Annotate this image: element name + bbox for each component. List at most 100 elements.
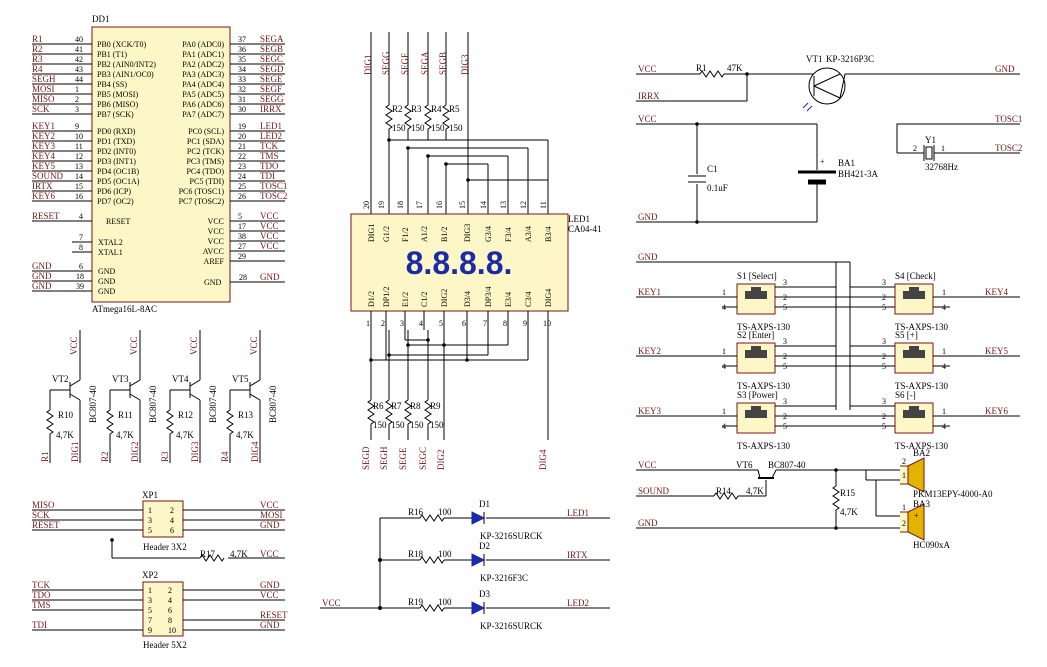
gnd-net: GND bbox=[638, 518, 658, 528]
net-label: TCK bbox=[260, 141, 279, 151]
net-label: SEGD bbox=[260, 64, 284, 74]
dd1-xtal2-name: XTAL2 bbox=[98, 238, 123, 247]
pin-name: PD2 (INT0) bbox=[97, 147, 136, 156]
pin-name: AREF bbox=[204, 257, 225, 266]
pin-num: 16 bbox=[75, 192, 83, 201]
transistor-ref: VT4 bbox=[172, 374, 189, 384]
dd1-xtal2-num: 7 bbox=[79, 233, 83, 242]
wire bbox=[69, 393, 81, 401]
resistor-symbol bbox=[46, 409, 54, 435]
resistor-symbol bbox=[385, 399, 393, 425]
net-label: R2 bbox=[100, 451, 110, 462]
pin-num: 1 bbox=[148, 586, 152, 595]
resistor-ref: R4 bbox=[431, 104, 442, 114]
pin-name: PA6 (ADC6) bbox=[182, 100, 224, 109]
net-label: R4 bbox=[32, 64, 43, 74]
wire bbox=[189, 393, 201, 401]
net-label: R3 bbox=[160, 451, 170, 462]
junction bbox=[406, 343, 410, 347]
wire bbox=[129, 379, 141, 387]
button-cap bbox=[745, 291, 767, 299]
pin-num: 9 bbox=[75, 122, 79, 131]
dd1-reset-net: RESET bbox=[32, 211, 60, 221]
net-label: SEGH bbox=[379, 446, 389, 470]
pin-num: 5 bbox=[148, 606, 152, 615]
resistor-val: 150 bbox=[392, 123, 406, 133]
pin-num: 33 bbox=[238, 75, 246, 84]
button-cap bbox=[903, 410, 925, 418]
net-label: SEGD bbox=[361, 446, 371, 470]
gnd-net: GND bbox=[995, 64, 1015, 74]
resistor-ref: R10 bbox=[58, 410, 74, 420]
pin-name: PD5 (OC1A) bbox=[97, 177, 140, 186]
pin-num: 1 bbox=[942, 347, 946, 356]
wire bbox=[249, 379, 261, 387]
net-label: KEY2 bbox=[638, 346, 661, 356]
net-label: IRTX bbox=[567, 550, 588, 560]
resistor-symbol bbox=[424, 399, 432, 425]
net-label: SEGF bbox=[400, 53, 410, 75]
pin-num: 17 bbox=[415, 201, 424, 209]
sound-net: SOUND bbox=[638, 486, 670, 496]
pin-num: 1 bbox=[942, 407, 946, 416]
gnd-net: GND bbox=[32, 281, 52, 291]
pin-name: VCC bbox=[208, 237, 224, 246]
led1-ref: LED1 bbox=[568, 214, 590, 224]
net-label: IRTX bbox=[32, 181, 53, 191]
net-label: SEGC bbox=[260, 54, 283, 64]
pin-name: G1/2 bbox=[382, 226, 391, 242]
net-label: SCK bbox=[32, 510, 50, 520]
resistor-val: 150 bbox=[391, 420, 405, 430]
pin-name: PD7 (OC2) bbox=[97, 197, 134, 206]
resistor-symbol bbox=[419, 604, 445, 612]
pin-num: 26 bbox=[238, 192, 246, 201]
pin-name: PA1 (ADC1) bbox=[182, 50, 224, 59]
r15-ref: R15 bbox=[840, 488, 856, 498]
junction bbox=[387, 353, 391, 357]
pin-num: 4 bbox=[419, 319, 423, 328]
net-label: VCC bbox=[260, 590, 279, 600]
pin-name: E1/2 bbox=[401, 292, 410, 307]
tosc2-net: TOSC2 bbox=[995, 143, 1022, 153]
pin-num: 2 bbox=[913, 144, 917, 153]
resistor-val: 4,7K bbox=[176, 430, 194, 440]
pin-num: 3 bbox=[148, 596, 152, 605]
pin-name: PA5 (ADC5) bbox=[182, 90, 224, 99]
pin-num: 6 bbox=[79, 262, 83, 271]
net-label: TOSC1 bbox=[260, 181, 287, 191]
pin-num: 15 bbox=[75, 182, 83, 191]
gnd-net: GND bbox=[32, 261, 52, 271]
gnd-net: GND bbox=[32, 271, 52, 281]
resistor-ref: R3 bbox=[411, 104, 422, 114]
resistor-symbol bbox=[442, 104, 450, 130]
pin-name: PB7 (SCK) bbox=[97, 110, 134, 119]
pin-num: 3 bbox=[882, 278, 886, 287]
net-label: R1 bbox=[32, 34, 43, 44]
wire bbox=[189, 379, 201, 387]
pin-num: 18 bbox=[396, 201, 405, 209]
pin-num: 21 bbox=[238, 142, 246, 151]
pin-num: 7 bbox=[148, 616, 152, 625]
net-label: SEGE bbox=[260, 74, 283, 84]
dd1-body bbox=[91, 26, 231, 303]
pin-name: GND bbox=[98, 267, 116, 276]
resistor-ref: R18 bbox=[408, 549, 424, 559]
pin-num: 5 bbox=[882, 303, 886, 312]
net-label: SEGG bbox=[260, 94, 284, 104]
pin-name: PC0 (SCL) bbox=[188, 127, 224, 136]
pin-num: 5 bbox=[882, 362, 886, 371]
pin-num: 1 bbox=[722, 407, 726, 416]
net-label: KEY5 bbox=[32, 161, 55, 171]
resistor-symbol bbox=[419, 556, 445, 564]
pin-name: G3/4 bbox=[484, 226, 493, 242]
pin-num: 23 bbox=[238, 162, 246, 171]
pin-num: 2 bbox=[882, 412, 886, 421]
junction bbox=[406, 146, 410, 150]
power-supply: VCC GND C1 0.1uF BA1 BH421-3A + bbox=[636, 114, 878, 224]
pin-num: 43 bbox=[75, 65, 83, 74]
